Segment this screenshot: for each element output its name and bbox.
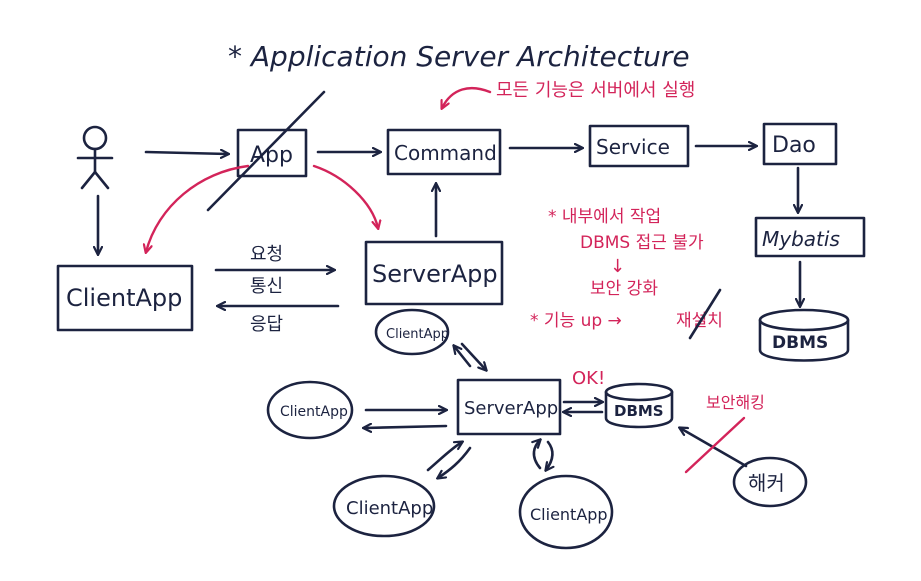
response-label: 응답 [250, 314, 283, 335]
reinstall-strike [688, 288, 722, 340]
dbms-center-cylinder [604, 382, 674, 429]
app-strike-line [206, 90, 326, 212]
note-security-up: 보안 강화 [590, 279, 658, 299]
arrow-server-to-clientapp-left [364, 426, 448, 428]
arrow-clientapp-bottom-right-to-server [534, 440, 540, 470]
mybatis-label: Mybatis [762, 227, 840, 251]
clientapp-circle-bottom-left [332, 474, 436, 538]
clientapp-circle-bottom-right-label: ClientApp [530, 505, 608, 524]
note-down-arrow: ↓ [610, 256, 625, 277]
arrow-server-to-clientapp-bottom-left [438, 446, 472, 478]
communication-label: 통신 [250, 276, 283, 297]
dbms-top-cylinder [758, 308, 850, 362]
service-label: Service [596, 135, 670, 159]
arrow-user-to-app [144, 152, 228, 154]
dbms-top-label: DBMS [772, 333, 828, 353]
clientapp-left-label: ClientApp [66, 284, 182, 312]
hacker-block-strike [684, 416, 746, 474]
note-security-breach: 보안해킹 [706, 393, 765, 412]
user-figure-icon [76, 125, 114, 190]
command-label: Command [394, 141, 497, 165]
command-box [386, 128, 502, 176]
curved-arrow-red [442, 87, 492, 108]
red-arrow-app-to-clientapp [146, 164, 250, 252]
hacker-circle [732, 456, 808, 508]
note-ok: OK! [572, 368, 605, 389]
dbms-center-label: DBMS [614, 402, 664, 420]
serverapp-top-label: ServerApp [372, 260, 498, 288]
hacker-label: 해커 [748, 471, 785, 495]
arrow-clientapp-bottom-left-to-server [426, 442, 462, 472]
clientapp-circle-left [266, 380, 354, 440]
diagram-title: * Application Server Architecture [228, 40, 690, 73]
clientapp-circle-left-label: ClientApp [280, 404, 348, 420]
clientapp-circle-top-label: ClientApp [386, 327, 449, 342]
clientapp-circle-bottom-right [518, 474, 614, 550]
note-all-functions-server: 모든 기능은 서버에서 실행 [496, 80, 695, 101]
mybatis-box [754, 216, 866, 258]
note-feature-up: * 기능 up → [530, 311, 622, 331]
arrow-server-to-clientapp-top [454, 346, 472, 368]
service-box [588, 124, 690, 168]
clientapp-circle-bottom-left-label: ClientApp [346, 498, 433, 519]
clientapp-left-box [56, 264, 194, 332]
red-arrow-app-to-serverapp [312, 164, 378, 228]
serverapp-top-box [364, 240, 504, 306]
dao-box [762, 122, 838, 166]
note-dbms-no-access: DBMS 접근 불가 [580, 233, 704, 253]
arrow-clientapp-top-to-server [460, 342, 486, 370]
clientapp-circle-top [374, 308, 450, 356]
app-box [236, 128, 308, 178]
note-internal-only: * 내부에서 작업 [548, 207, 661, 227]
serverapp-center-label: ServerApp [464, 398, 558, 419]
request-label: 요청 [250, 244, 283, 265]
dao-label: Dao [772, 133, 816, 158]
arrow-server-to-clientapp-bottom-right [546, 440, 552, 470]
serverapp-center-box [456, 378, 562, 436]
